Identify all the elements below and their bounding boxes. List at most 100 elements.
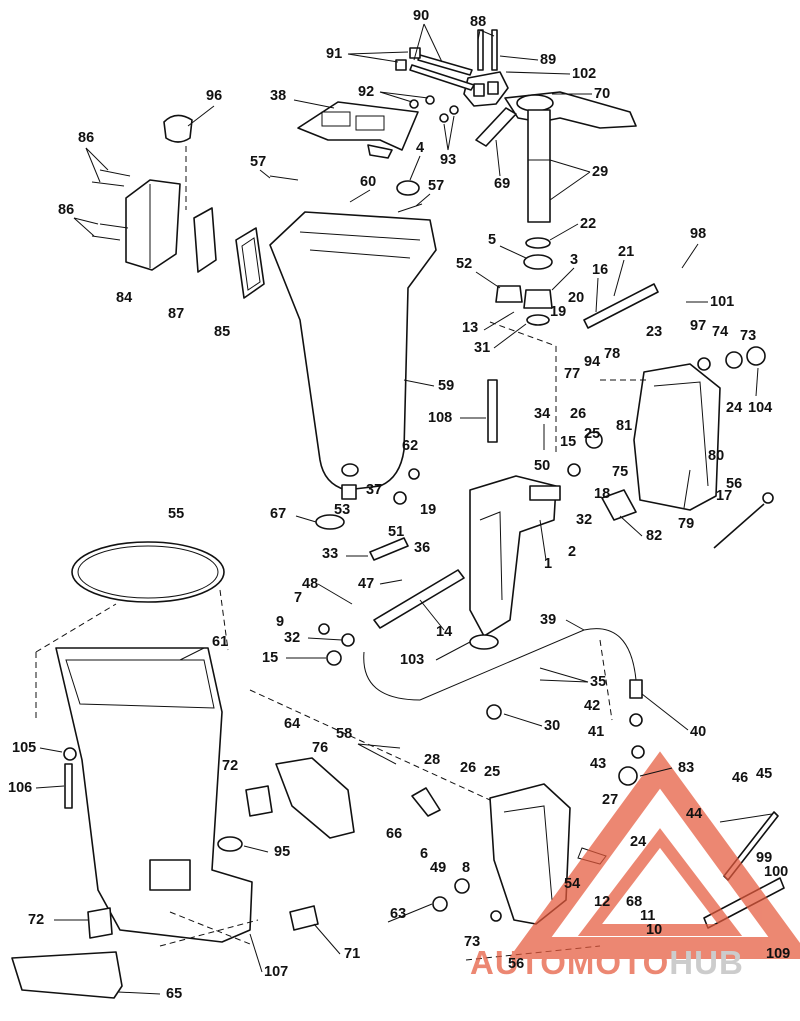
callout-50: 50 [534,458,550,474]
callout-55: 55 [168,506,184,522]
callout-67: 67 [270,506,286,522]
callout-108: 108 [428,410,452,426]
callout-labels: 90 88 91 89 102 70 96 38 92 86 4 93 29 5… [8,8,790,1002]
callout-99: 99 [756,850,772,866]
bracket-64 [275,757,355,839]
callout-1: 1 [544,556,552,572]
callout-57b: 57 [428,178,444,194]
callout-27: 27 [602,792,618,808]
callout-5: 5 [488,232,496,248]
callout-51: 51 [388,524,404,540]
callout-32b: 32 [284,630,300,646]
callout-87: 87 [168,306,184,322]
callout-29: 29 [592,164,608,180]
seal-stack [495,237,553,326]
lower-housing-61 [55,647,253,943]
callout-88: 88 [470,14,486,30]
callout-35: 35 [590,674,606,690]
callout-25b: 25 [484,764,500,780]
exhaust-housing [269,211,437,500]
bolt-106 [64,763,73,809]
callout-leaders [35,23,773,995]
callout-4: 4 [416,140,424,156]
watermark-brand-primary: AUTOMOTO [470,944,669,981]
callout-31: 31 [474,340,490,356]
long-bolts [395,29,498,91]
cover-block-84 [125,179,181,271]
watermark: AUTOMOTOHUB [470,751,800,981]
callout-98: 98 [690,226,706,242]
callout-76: 76 [312,740,328,756]
bushing-103 [469,634,499,650]
callout-45: 45 [756,766,772,782]
callout-63: 63 [390,906,406,922]
callout-56a: 56 [726,476,742,492]
swivel-bracket-23 [633,363,721,511]
rubber-blocks [87,785,319,939]
callout-40: 40 [690,724,706,740]
callout-33: 33 [322,546,338,562]
callout-14: 14 [436,624,452,640]
callout-3: 3 [570,252,578,268]
lower-bracket-27 [489,783,571,925]
callout-52: 52 [456,256,472,272]
callout-42: 42 [584,698,600,714]
triangle-logo-icon [508,751,800,959]
callout-69: 69 [494,176,510,192]
callout-57a: 57 [250,154,266,170]
callout-9: 9 [276,614,284,630]
callout-2: 2 [568,544,576,560]
callout-13: 13 [462,320,478,336]
callout-71: 71 [344,946,360,962]
callout-84: 84 [116,290,132,306]
callout-86b: 86 [58,202,74,218]
callout-10: 10 [646,922,662,938]
callout-25a: 25 [584,426,600,442]
callout-105: 105 [12,740,36,756]
stern-bracket-1 [469,475,561,637]
tube-33 [369,537,409,561]
callout-78: 78 [604,346,620,362]
callout-79: 79 [678,516,694,532]
callout-41: 41 [588,724,604,740]
callout-18: 18 [594,486,610,502]
callout-72b: 72 [28,912,44,928]
callout-100: 100 [764,864,788,880]
callout-43: 43 [590,756,606,772]
callout-37: 37 [366,482,382,498]
callout-83: 83 [678,760,694,776]
callout-95: 95 [274,844,290,860]
pin-108 [487,379,498,443]
callout-23: 23 [646,324,662,340]
callout-94: 94 [584,354,600,370]
rod-17 [713,503,765,549]
callout-103: 103 [400,652,424,668]
callout-72a: 72 [222,758,238,774]
callout-15b: 15 [262,650,278,666]
callout-73b: 73 [464,934,480,950]
callout-92: 92 [358,84,374,100]
callout-34: 34 [534,406,550,422]
callout-64: 64 [284,716,300,732]
callout-70: 70 [594,86,610,102]
callout-12: 12 [594,894,610,910]
link-bar [475,107,517,147]
callout-21: 21 [618,244,634,260]
callout-109: 109 [766,946,790,962]
bushing-4 [396,180,420,196]
callout-6: 6 [420,846,428,862]
callout-73a: 73 [740,328,756,344]
callout-81: 81 [616,418,632,434]
gasket-85 [235,227,265,299]
callout-32a: 32 [576,512,592,528]
mount-bracket [463,71,509,107]
callout-44: 44 [686,806,702,822]
callout-22: 22 [580,216,596,232]
callout-86a: 86 [78,130,94,146]
top-gasket-plate [297,101,419,159]
callout-16: 16 [592,262,608,278]
callout-39: 39 [540,612,556,628]
grommet-96 [163,114,193,143]
callout-38: 38 [270,88,286,104]
callout-60: 60 [360,174,376,190]
